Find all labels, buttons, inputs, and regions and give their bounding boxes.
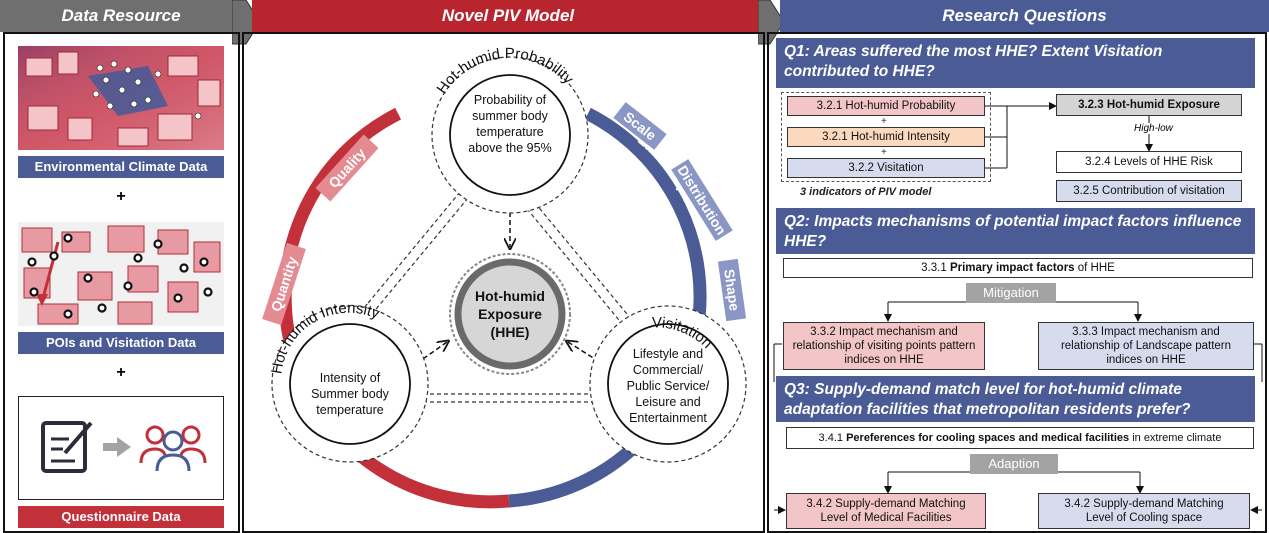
center-circle-text: Hot-humid Exposure (HHE) bbox=[450, 287, 570, 341]
form-edit-icon bbox=[41, 421, 93, 473]
q1-heading: Q1: Areas suffered the most HHE? Extent … bbox=[776, 38, 1255, 88]
left-circle-line-2: Summer body bbox=[311, 387, 389, 401]
hot-humid-exposure-box: 3.2.3 Hot-humid Exposure bbox=[1056, 94, 1242, 116]
center-line-3: (HHE) bbox=[490, 324, 530, 340]
svg-text:Shape: Shape bbox=[721, 268, 743, 312]
right-circle-line-5: Entertainment bbox=[629, 411, 707, 425]
visitation-box: 3.2.2 Visitation bbox=[787, 158, 985, 178]
q2-heading: Q2: Impacts mechanisms of potential impa… bbox=[776, 208, 1255, 254]
hot-humid-probability-box: 3.2.1 Hot-humid Probability bbox=[787, 96, 985, 116]
environmental-climate-data-label: Environmental Climate Data bbox=[18, 156, 224, 178]
piv-indicators-caption: 3 indicators of PIV model bbox=[800, 186, 932, 198]
primary-bold: Primary impact factors bbox=[949, 262, 1075, 274]
high-low-label: High-low bbox=[1132, 123, 1175, 134]
impact-visiting-points-box: 3.3.2 Impact mechanism and relationship … bbox=[783, 322, 985, 370]
banner-data-resource-text: Data Resource bbox=[61, 6, 181, 25]
primary-suffix: of HHE bbox=[1074, 262, 1115, 274]
center-line-1: Hot-humid bbox=[475, 288, 545, 304]
top-circle-line-4: above the 95% bbox=[468, 141, 552, 155]
right-circle-line-2: Commercial/ bbox=[632, 363, 704, 377]
right-circle-line-1: Lifestyle and bbox=[632, 347, 704, 361]
pref-prefix: 3.4.1 bbox=[818, 432, 847, 444]
people-group-icon bbox=[139, 425, 207, 472]
environmental-climate-map-image bbox=[18, 46, 224, 150]
right-circle-line-4: Leisure and bbox=[635, 395, 701, 409]
banner-novel-model-text: Novel PIV Model bbox=[441, 6, 575, 25]
q1-plus-1: + bbox=[881, 116, 887, 127]
svg-text:Quantity: Quantity bbox=[268, 254, 301, 313]
right-circle-line-3: Public Service/ bbox=[626, 379, 710, 393]
questionnaire-data-label: Questionnaire Data bbox=[18, 506, 224, 528]
q1-plus-2: + bbox=[881, 147, 887, 158]
poi-visitation-map-image bbox=[18, 222, 224, 326]
hot-humid-intensity-box: 3.2.1 Hot-humid Intensity bbox=[787, 127, 985, 147]
poi-visitation-data-label: POIs and Visitation Data bbox=[18, 332, 224, 354]
top-circle-description: Probability of summer body temperature a… bbox=[450, 92, 570, 156]
primary-prefix: 3.3.1 bbox=[921, 262, 950, 274]
piv-model-diagram: Hot-humid Probability Hot-humid Intensit… bbox=[262, 45, 747, 509]
cooling-space-box: 3.4.2 Supply-demand Matching Level of Co… bbox=[1038, 493, 1250, 529]
q1-connector-lines bbox=[985, 102, 1057, 169]
plus-sign-1: + bbox=[116, 188, 126, 205]
impact-landscape-pattern-box: 3.3.3 Impact mechanism and relationship … bbox=[1038, 322, 1254, 370]
banner-novel-model: Novel PIV Model bbox=[252, 0, 764, 32]
q3-connector-lines bbox=[774, 471, 1262, 514]
banner-research-questions: Research Questions bbox=[780, 0, 1269, 32]
q2-connector-lines bbox=[773, 301, 1263, 382]
data-resource-panel bbox=[3, 32, 240, 533]
left-circle-line-1: Intensity of bbox=[319, 371, 381, 385]
hot-humid-exposure-text: 3.2.3 Hot-humid Exposure bbox=[1078, 99, 1220, 111]
pref-bold: Pereferences for cooling spaces and medi… bbox=[846, 432, 1130, 444]
right-arrow-icon bbox=[103, 437, 131, 457]
primary-impact-factors-box: 3.3.1 Primary impact factors of HHE bbox=[783, 258, 1253, 278]
questionnaire-image bbox=[18, 396, 224, 500]
left-circle-line-3: temperature bbox=[316, 403, 384, 417]
mitigation-tag: Mitigation bbox=[966, 283, 1056, 303]
preferences-box: 3.4.1 Pereferences for cooling spaces an… bbox=[786, 427, 1254, 449]
plus-sign-2: + bbox=[116, 364, 126, 381]
tag-shape: Shape bbox=[717, 258, 747, 322]
levels-hhe-risk-box: 3.2.4 Levels of HHE Risk bbox=[1056, 151, 1242, 173]
right-circle-description: Lifestyle and Commercial/ Public Service… bbox=[608, 346, 728, 426]
contribution-visitation-box: 3.2.5 Contribution of visitation bbox=[1056, 180, 1242, 202]
medical-facilities-box: 3.4.2 Supply-demand Matching Level of Me… bbox=[786, 493, 986, 529]
pref-suffix: in extreme climate bbox=[1129, 432, 1222, 444]
top-circle-line-2: summer body bbox=[472, 109, 548, 123]
left-circle-description: Intensity of Summer body temperature bbox=[290, 370, 410, 418]
top-circle-line-3: temperature bbox=[476, 125, 544, 139]
q3-heading: Q3: Supply-demand match level for hot-hu… bbox=[776, 376, 1255, 422]
research-questions-panel bbox=[767, 32, 1267, 533]
top-circle-line-1: Probability of bbox=[473, 93, 547, 107]
piv-model-panel bbox=[242, 32, 765, 533]
banner-data-resource: Data Resource bbox=[0, 0, 242, 32]
exposure-down-arrow-icon bbox=[1145, 116, 1153, 152]
banner-research-questions-text: Research Questions bbox=[942, 6, 1107, 25]
adaption-tag: Adaption bbox=[970, 454, 1058, 474]
center-line-2: Exposure bbox=[478, 306, 542, 322]
